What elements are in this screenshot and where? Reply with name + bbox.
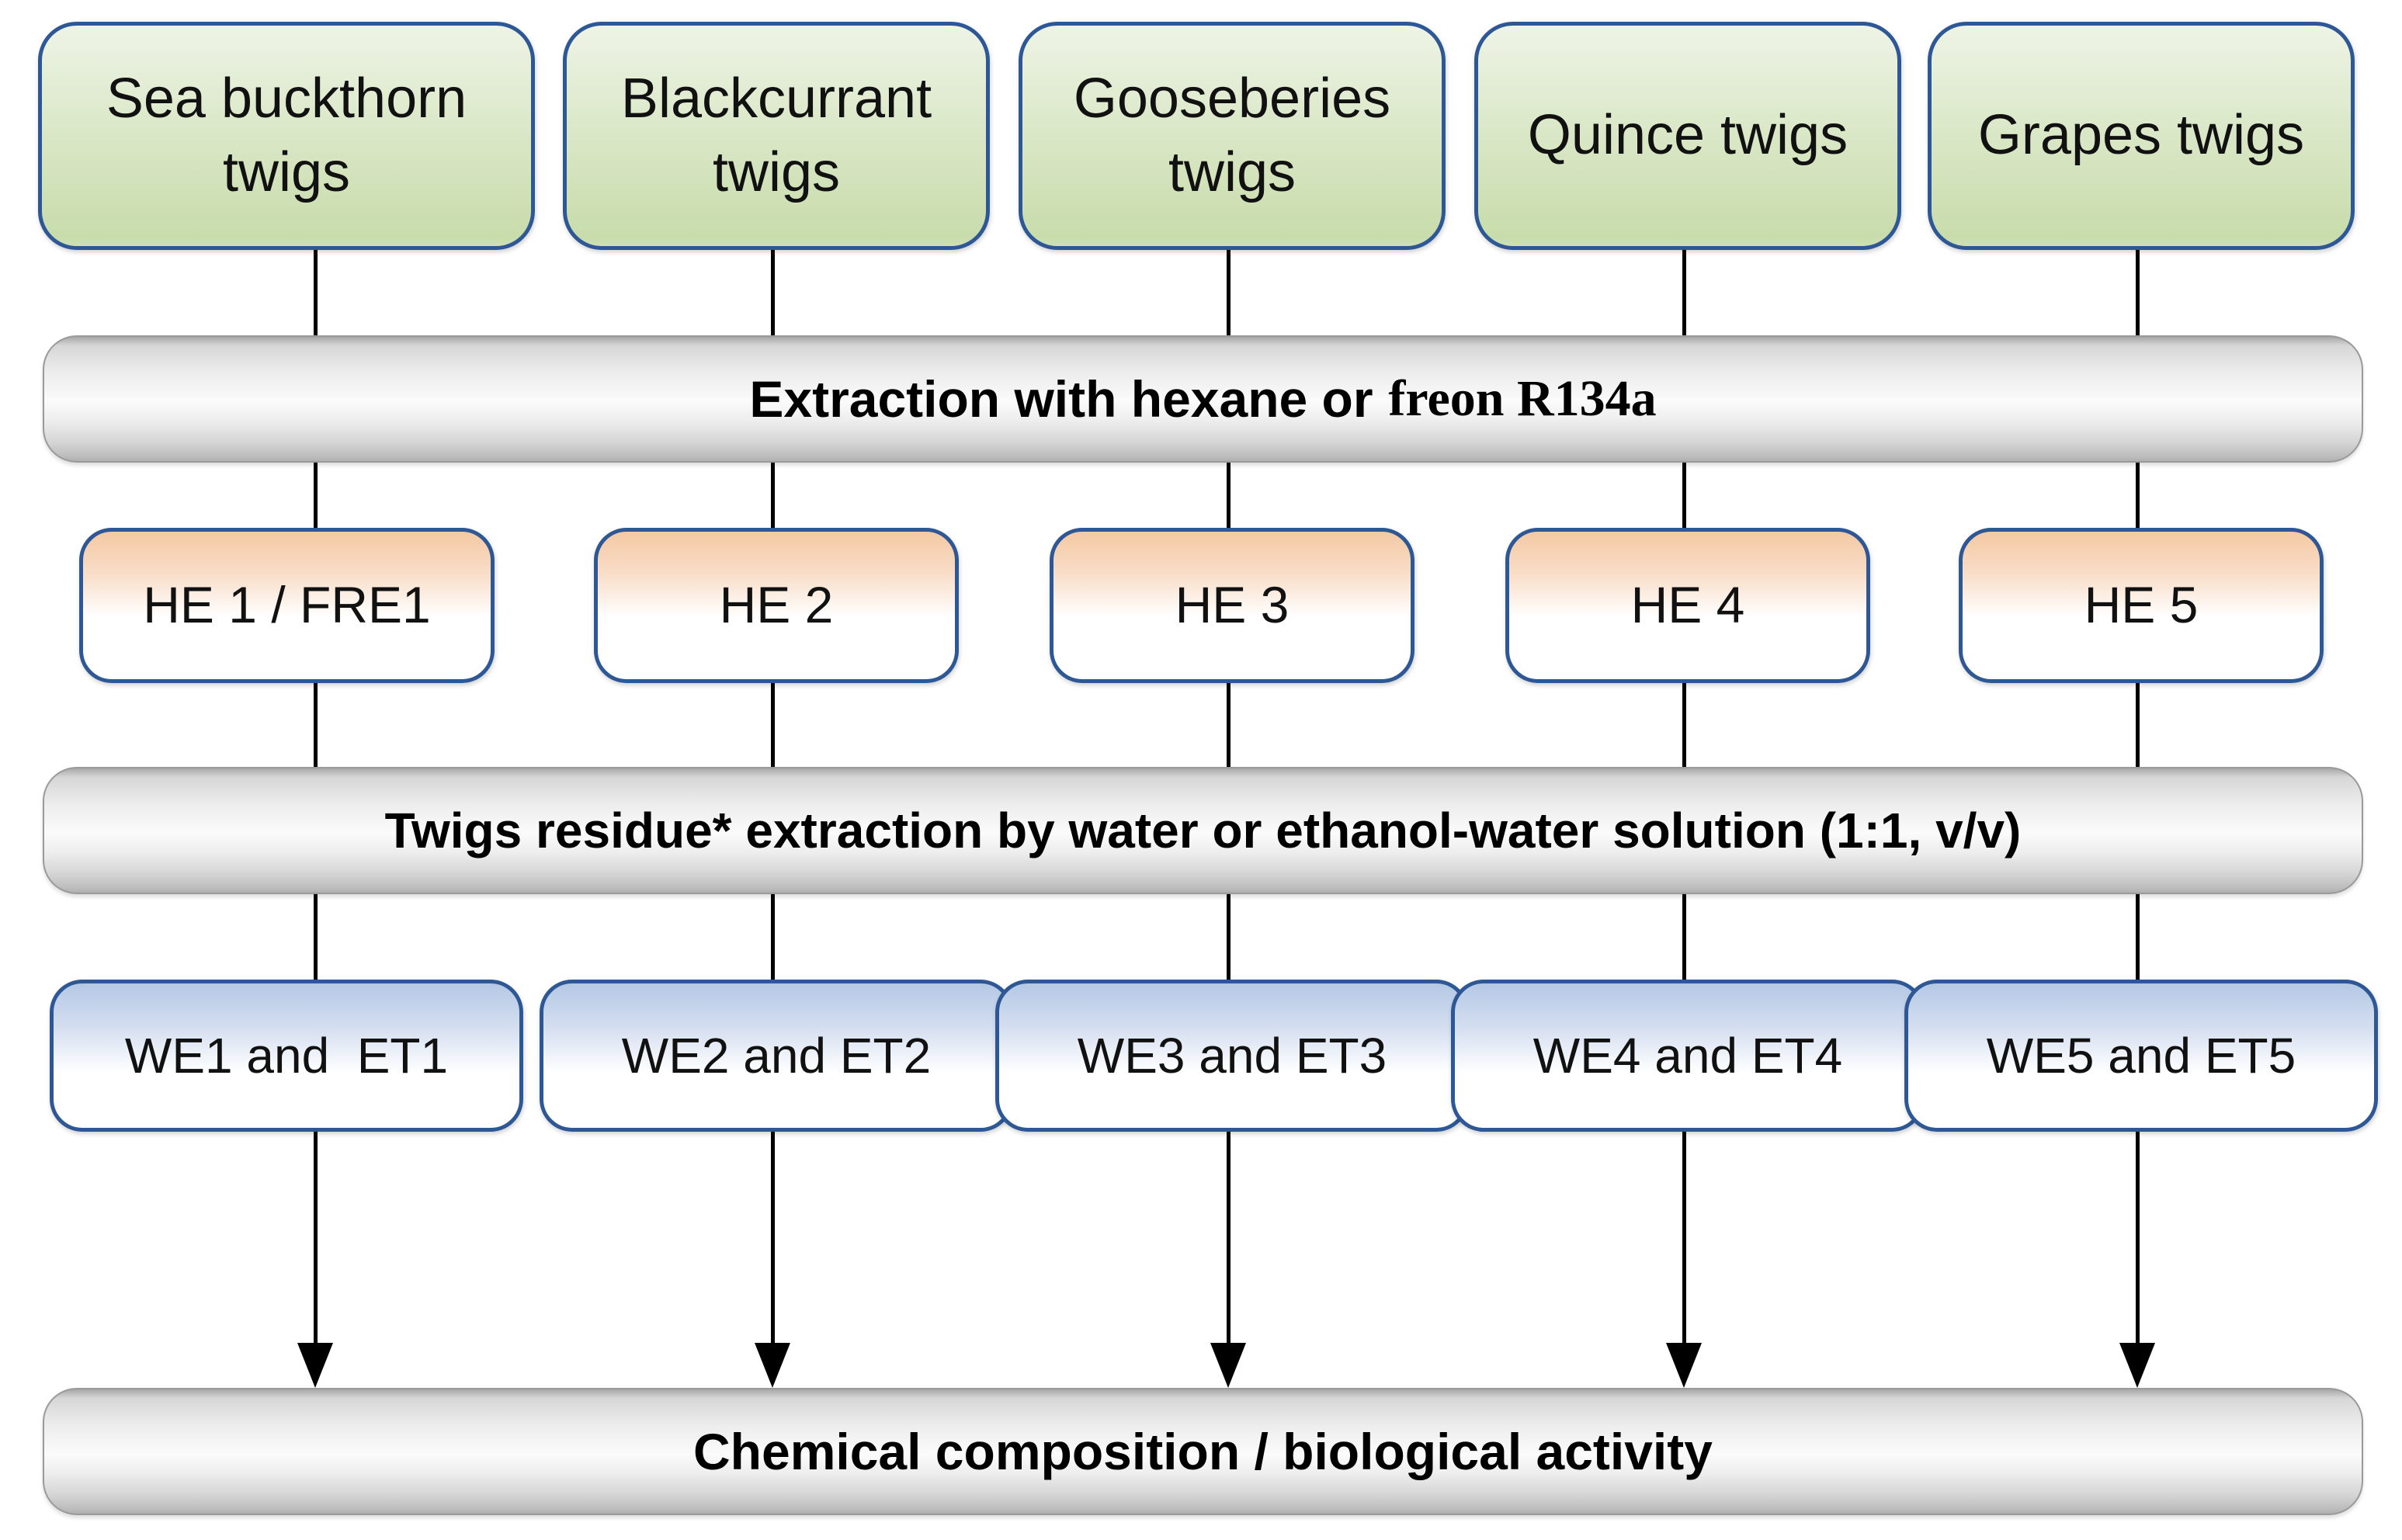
step1-label-sans: Extraction with hexane or <box>749 370 1373 428</box>
water-extract-label: WE4 and ET4 <box>1532 1027 1843 1084</box>
water-extract-box-1: WE1 and ET1 <box>50 980 523 1132</box>
arrow-down-icon <box>2119 1343 2155 1388</box>
water-extract-box-3: WE3 and ET3 <box>995 980 1469 1132</box>
hexane-extract-label: HE 1 / FRE1 <box>143 576 431 634</box>
connector-line <box>1682 241 1686 338</box>
result-bar: Chemical composition / biological activi… <box>43 1388 2363 1515</box>
connector-line <box>2135 1123 2140 1346</box>
connector-line <box>1226 456 1231 531</box>
connector-line <box>313 456 318 531</box>
hexane-extract-box-2: HE 2 <box>594 528 959 683</box>
connector-line <box>2135 241 2140 338</box>
hexane-extract-box-5: HE 5 <box>1959 528 2324 683</box>
connector-line <box>2135 456 2140 531</box>
hexane-extract-label: HE 4 <box>1630 576 1745 634</box>
water-extract-label: WE2 and ET2 <box>621 1027 932 1084</box>
step1-label-serif: freon R134a <box>1388 370 1657 427</box>
water-extract-label: WE1 and ET1 <box>124 1027 449 1084</box>
source-box-blackcurrant: Blackcurrant twigs <box>563 22 990 250</box>
hexane-extract-label: HE 2 <box>719 576 834 634</box>
water-extract-label: WE5 and ET5 <box>1986 1027 2296 1084</box>
step2-label: Twigs residue* extraction by water or et… <box>384 803 2022 858</box>
source-box-quince: Quince twigs <box>1474 22 1901 250</box>
connector-line <box>1682 888 1686 983</box>
connector-line <box>313 672 318 770</box>
connector-line <box>1682 672 1686 770</box>
connector-line <box>313 888 318 983</box>
connector-line <box>770 888 775 983</box>
hexane-extract-box-4: HE 4 <box>1505 528 1870 683</box>
water-extract-label: WE3 and ET3 <box>1077 1027 1387 1084</box>
connector-line <box>2135 672 2140 770</box>
arrow-down-icon <box>1666 1343 1702 1388</box>
water-extract-box-5: WE5 and ET5 <box>1904 980 2378 1132</box>
source-label: Blackcurrant twigs <box>620 67 932 203</box>
hexane-extract-label: HE 3 <box>1175 576 1290 634</box>
source-box-gooseberries: Gooseberies twigs <box>1019 22 1446 250</box>
water-extract-box-2: WE2 and ET2 <box>540 980 1013 1132</box>
source-label: Grapes twigs <box>1977 104 2305 167</box>
connector-line <box>313 1123 318 1346</box>
water-extract-box-4: WE4 and ET4 <box>1451 980 1925 1132</box>
result-label: Chemical composition / biological activi… <box>693 1423 1713 1480</box>
hexane-extract-box-3: HE 3 <box>1050 528 1414 683</box>
connector-line <box>1226 1123 1231 1346</box>
hexane-extract-box-1: HE 1 / FRE1 <box>79 528 495 683</box>
connector-line <box>770 456 775 531</box>
step-bar-water-extraction: Twigs residue* extraction by water or et… <box>43 767 2363 894</box>
connector-line <box>313 241 318 338</box>
connector-line <box>1226 888 1231 983</box>
source-label: Quince twigs <box>1527 104 1848 167</box>
connector-line <box>1226 241 1231 338</box>
source-box-grapes: Grapes twigs <box>1928 22 2355 250</box>
source-label: Gooseberies twigs <box>1073 67 1391 203</box>
connector-line <box>1682 456 1686 531</box>
connector-line <box>1226 672 1231 770</box>
source-label: Sea buckthorn twigs <box>106 67 467 203</box>
hexane-extract-label: HE 5 <box>2084 576 2199 634</box>
connector-line <box>770 1123 775 1346</box>
connector-line <box>1682 1123 1686 1346</box>
connector-line <box>2135 888 2140 983</box>
arrow-down-icon <box>297 1343 333 1388</box>
arrow-down-icon <box>755 1343 790 1388</box>
step-bar-hexane-extraction: Extraction with hexane or freon R134a <box>43 335 2363 463</box>
connector-line <box>770 672 775 770</box>
source-box-sea-buckthorn: Sea buckthorn twigs <box>38 22 535 250</box>
connector-line <box>770 241 775 338</box>
arrow-down-icon <box>1210 1343 1246 1388</box>
